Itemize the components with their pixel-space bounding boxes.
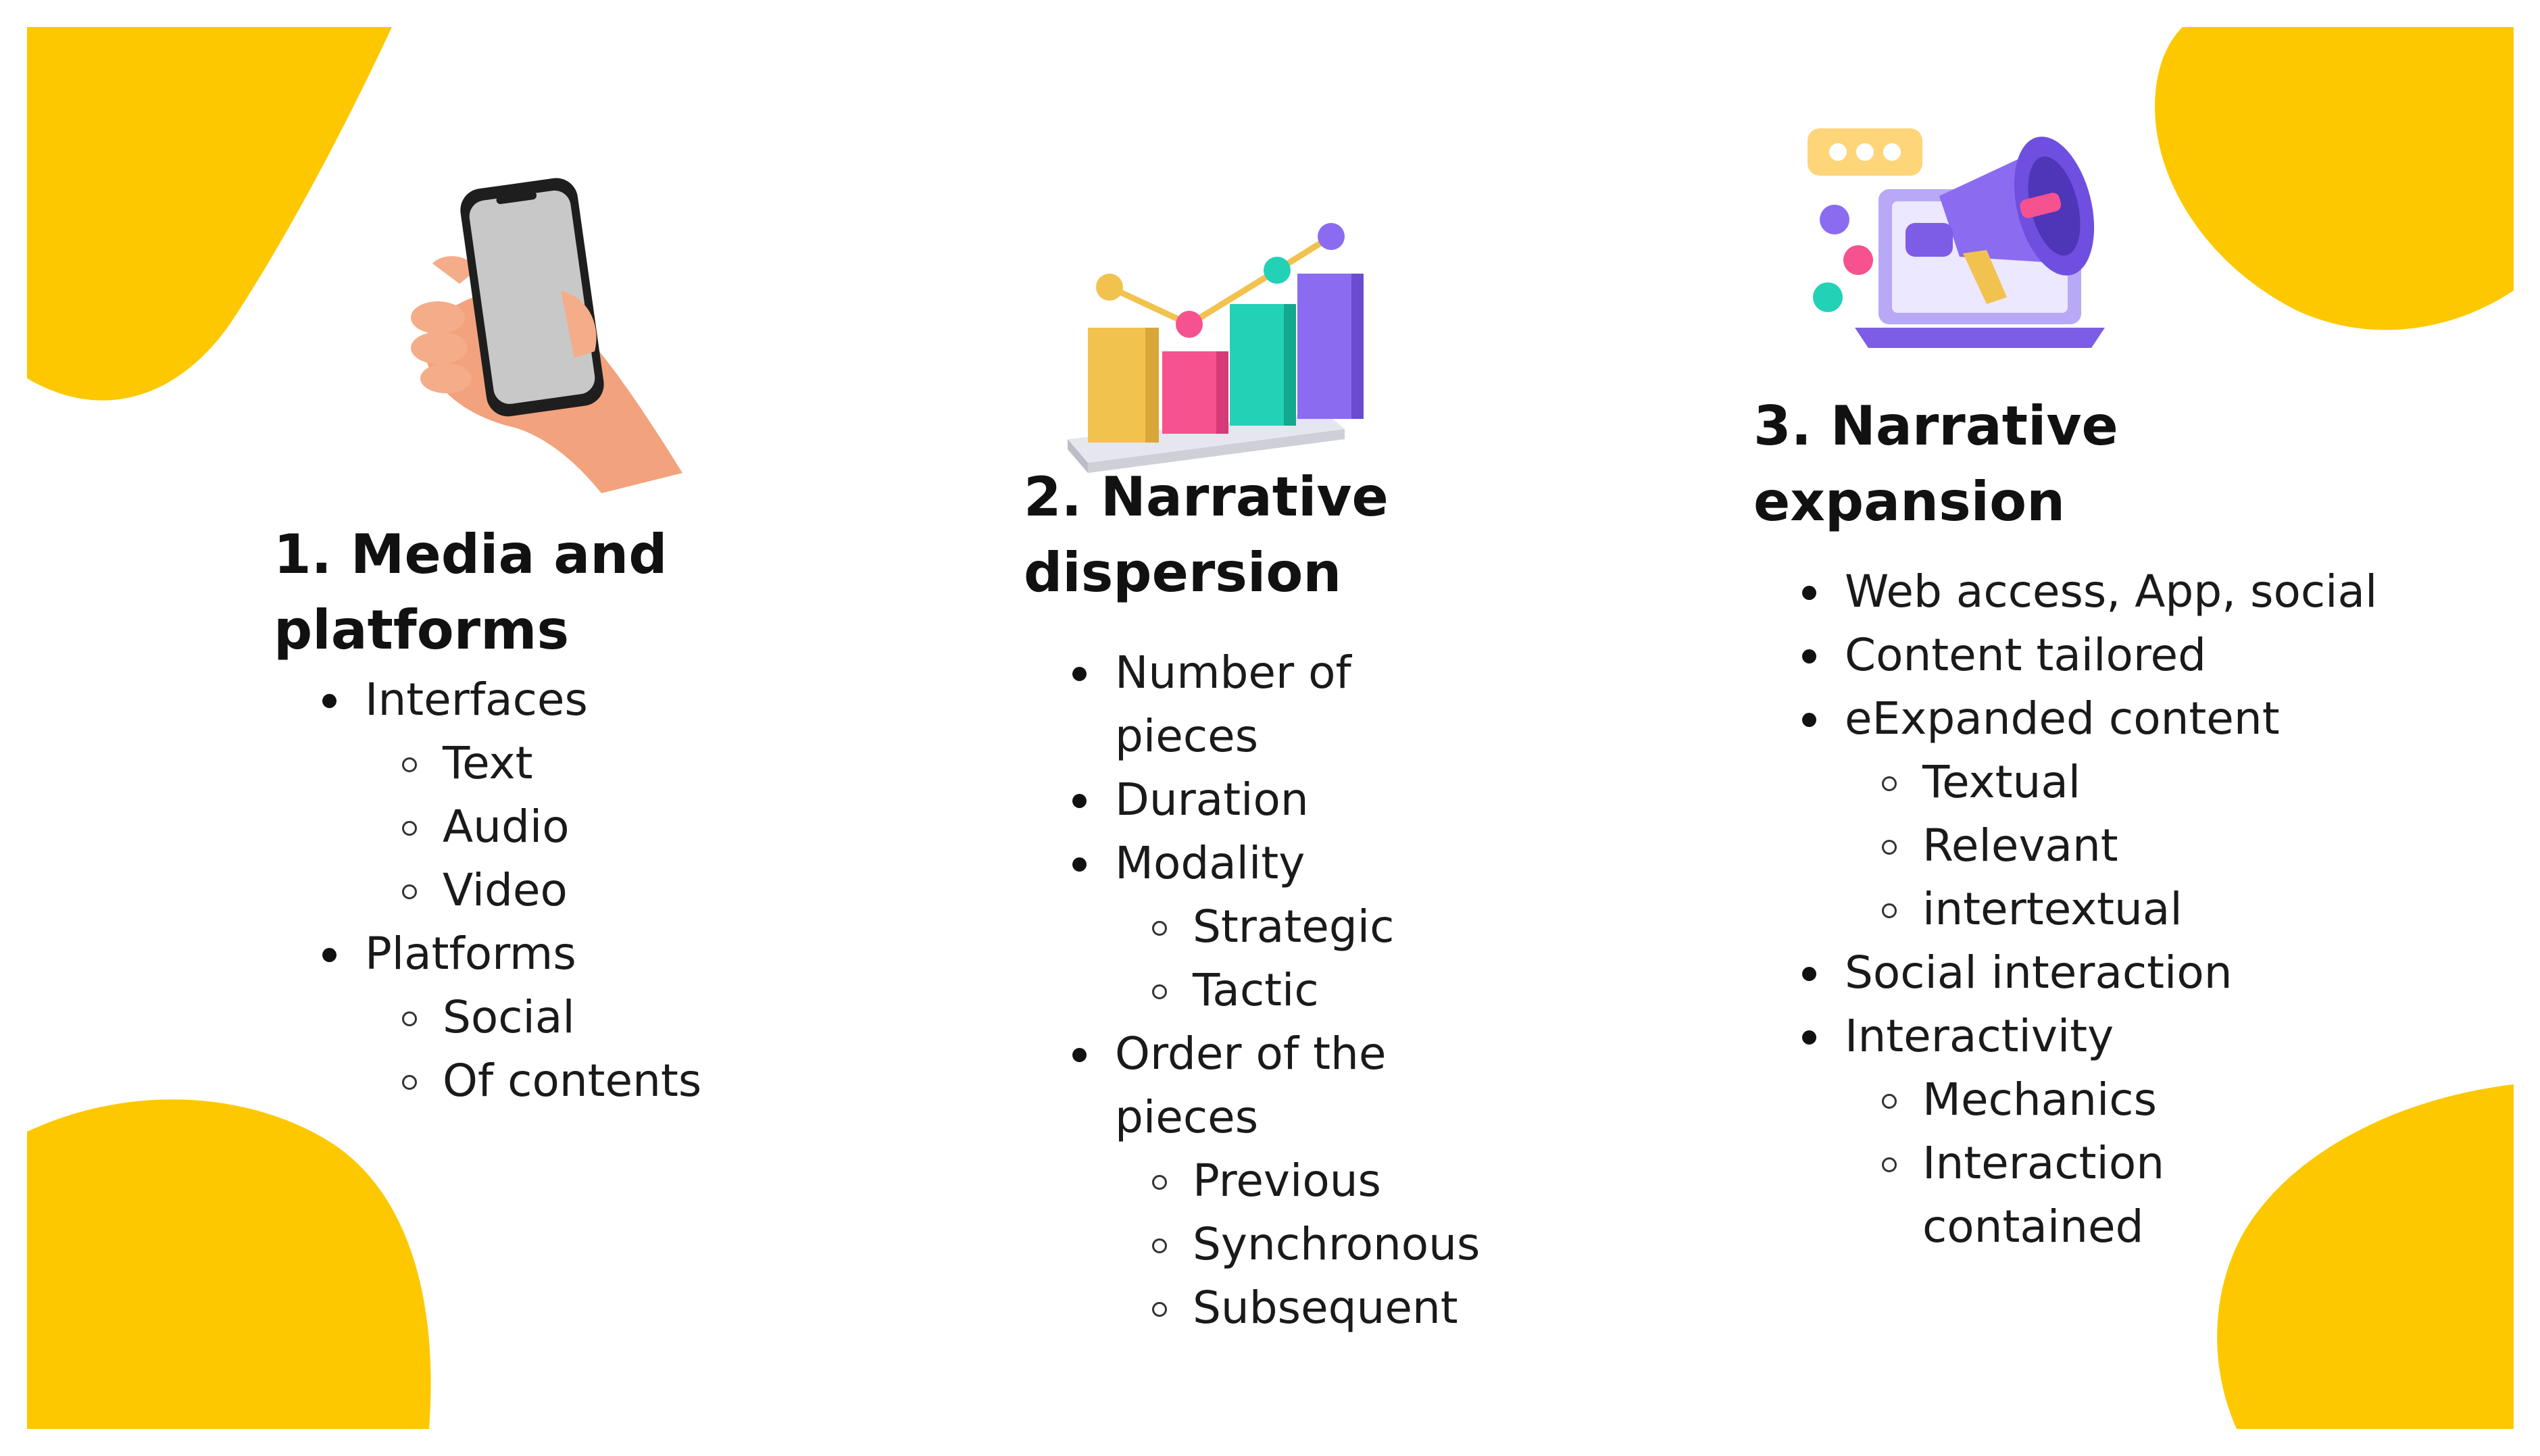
list-item: Social (274, 986, 814, 1049)
column-title-line-1: 3. Narrative (1753, 395, 2118, 457)
bullet-list: Number of pieces Duration Modality Strat… (1024, 641, 1564, 1340)
column-title-line-1: 1. Media and (274, 523, 668, 586)
column-media-platforms: 1. Media and platforms Interfaces Text A… (274, 517, 814, 1113)
list-item-continuation: pieces (1115, 1091, 1259, 1143)
list-item-continuation: contained (1922, 1201, 2144, 1253)
list-item: Video (274, 859, 814, 922)
list-item: Web access, App, social (1753, 560, 2429, 624)
list-item: Mechanics (1753, 1068, 2429, 1132)
list-item: Subsequent (1024, 1276, 1564, 1340)
column-narrative-dispersion: 2. Narrative dispersion Number of pieces… (1024, 459, 1564, 1340)
list-item: Textual (1753, 751, 2429, 814)
list-item: Content tailored (1753, 624, 2429, 687)
list-item: Strategic (1024, 895, 1564, 959)
list-item: intertextual (1753, 878, 2429, 941)
column-title: 3. Narrative expansion (1753, 388, 2429, 540)
blob-top-left (27, 27, 392, 401)
bullet-list: Web access, App, social Content tailored… (1753, 560, 2429, 1259)
column-narrative-expansion: 3. Narrative expansion Web access, App, … (1753, 388, 2429, 1259)
list-item: Number of (1024, 641, 1564, 705)
column-title-line-2: dispersion (1024, 541, 1342, 604)
list-item: Social interaction (1753, 941, 2429, 1005)
bar-chart-icon (1068, 223, 1364, 473)
list-item: Interactivity (1753, 1005, 2429, 1068)
blob-top-right (2155, 27, 2514, 330)
hand-phone-icon (411, 178, 682, 493)
list-item: Modality (1024, 832, 1564, 895)
bullet-list: Interfaces Text Audio Video Platforms So… (274, 668, 814, 1113)
list-item: Platforms (274, 922, 814, 986)
list-item: Audio (274, 795, 814, 859)
column-title-line-2: expansion (1753, 470, 2066, 533)
list-item: Duration (1024, 768, 1564, 832)
megaphone-laptop-icon (1808, 128, 2105, 348)
list-item: Interfaces (274, 668, 814, 732)
list-item: Synchronous (1024, 1213, 1564, 1276)
list-item: Tactic (1024, 959, 1564, 1022)
blob-bottom-right (2217, 1084, 2514, 1429)
list-item: Previous (1024, 1149, 1564, 1213)
column-title: 1. Media and platforms (274, 517, 814, 668)
blob-bottom-left (27, 1099, 431, 1429)
list-item: Order of the (1024, 1022, 1564, 1086)
list-item: Relevant (1753, 814, 2429, 878)
list-item: Text (274, 732, 814, 795)
column-title-line-1: 2. Narrative (1024, 466, 1389, 528)
column-title: 2. Narrative dispersion (1024, 459, 1564, 611)
list-item: Of contents (274, 1049, 814, 1113)
list-item: Interaction (1753, 1132, 2429, 1195)
list-item-continuation: pieces (1115, 710, 1259, 762)
column-title-line-2: platforms (274, 599, 570, 661)
list-item: eExpanded content (1753, 687, 2429, 751)
slide: 1. Media and platforms Interfaces Text A… (27, 27, 2514, 1429)
